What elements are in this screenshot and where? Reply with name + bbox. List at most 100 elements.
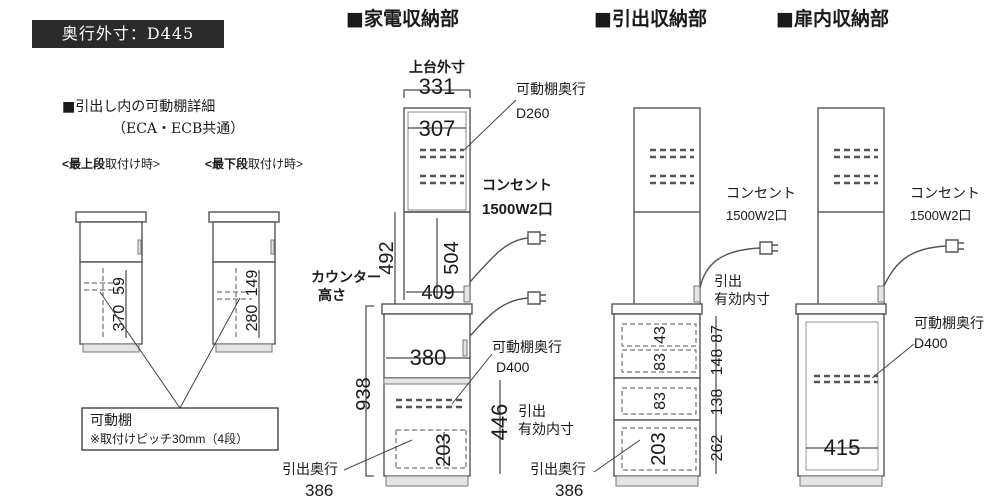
drawer-outer-dim-4: 262 [709,435,726,462]
door-outlet-label: コンセント [910,185,980,201]
drawer-outlet-label: コンセント [726,185,796,201]
drawer-cabinet [611,107,703,487]
drawer-inner-4 [621,427,697,471]
drawer-inner-1 [621,323,697,347]
door-upper-unit [817,107,885,213]
upper-shelf-value: D260 [516,105,550,121]
appliance-plinth [385,475,469,487]
appliance-lower-door [383,313,471,379]
appliance-cord-upper [469,237,529,283]
appliance-cabinet [381,107,473,487]
drawer-pull-value: 386 [555,481,583,500]
bottom-install-caption-bold: <最下段 [205,157,249,171]
drawer-outer-dim-1: 87 [709,325,726,343]
drawer-inner-2 [621,349,697,373]
mini-bottom-dim-b: 280 [244,305,261,332]
drawer-cord [699,247,761,289]
appliance-eff-label-2: 有効内寸 [518,421,574,437]
mini-bottom-plinth [215,343,273,353]
upper-shelf-label: 可動棚奥行 [516,81,586,97]
door-lower-inner [805,321,879,471]
appliance-counter [381,303,473,315]
shelf-note-title: 可動棚 [90,412,132,428]
plug-icon [527,231,546,245]
bottom-install-caption-rest: 取付け時> [248,157,304,171]
drawer-inner-dim-1: 43 [652,326,669,344]
dim-203-appliance: 203 [433,433,455,466]
mini-top-upper-box [79,221,143,263]
dim-331: 331 [419,74,456,99]
drawer-outer-dim-3: 138 [709,389,726,416]
upper-shelf-pointer [463,99,517,151]
mini-top-plinth [82,343,140,353]
mini-bottom-handle [270,239,275,255]
appliance-pull-label: 引出奥行 [282,461,338,477]
appliance-cord-lower [469,297,529,337]
plug-icon [527,291,546,305]
dim-331-bracket [403,89,471,98]
top-install-caption-rest: 取付け時> [105,157,161,171]
lower-shelf-pointer [451,353,493,405]
counter-height-label-1: カウンター [311,269,381,285]
plug-icon [945,239,964,253]
mini-top-plate [75,211,147,223]
dim-307: 307 [419,116,456,141]
door-plinth [799,475,883,487]
mini-top-drawer [79,261,143,345]
drawer-outlet-value: 1500W2口 [726,208,787,223]
appliance-outlet [463,285,471,303]
appliance-outlet-label: コンセント [482,177,552,193]
lower-shelf-value: D400 [496,359,530,375]
appliance-upper-inner [407,111,467,211]
drawer-eff-label-1: 引出 [714,273,742,289]
door-outlet-value: 1500W2口 [910,208,971,223]
door-outlet [877,285,885,303]
door-shelf-label: 可動棚奥行 [914,315,984,331]
drawer-counter [611,303,703,315]
drawer-inner-dim-4: 203 [648,432,670,465]
appliance-pull-pointer [343,439,413,471]
dim-380: 380 [410,345,447,370]
top-install-caption: <最上段取付け時> [62,155,160,172]
door-shelf-pointer [871,343,915,379]
mini-top-handle [137,239,142,255]
door-lower-panel [797,313,885,477]
appliance-drawer [383,377,471,477]
dim-492: 492 [376,241,398,274]
dim-938-bracket [365,305,374,477]
mini-top-dim-b: 370 [111,305,128,332]
appliance-eff-label-1: 引出 [518,403,546,419]
section-title-door: ■扉内収納部 [776,8,889,30]
drawer-inner-dim-2: 83 [652,353,669,371]
top-install-caption-bold: <最上段 [62,157,106,171]
drawer-plinth [615,475,699,487]
appliance-drawer-top [383,377,471,385]
mini-bottom-upper-box [212,221,276,263]
appliance-outlet-value: 1500W2口 [482,201,553,218]
drawer-outlet [693,285,701,303]
door-cord [883,245,947,287]
counter-height-label-2: 高さ [318,287,346,303]
drawer-upper-unit [633,107,701,213]
depth-badge: 奥行外寸：D445 [32,20,224,48]
mini-bottom-dim-a: 149 [244,270,261,297]
mini-bottom-plate [208,211,280,223]
drawer-outer-dim-2: 148 [709,349,726,376]
dim-504: 504 [441,241,463,274]
mini-bottom-drawer [212,261,276,345]
door-shelf-value: D400 [914,335,948,351]
drawer-pull-label: 引出奥行 [530,461,586,477]
mini-cabinet-bottom: 149 280 [208,211,280,353]
drawer-pull-pointer [593,439,641,473]
mini-top-dim-a: 59 [111,277,128,295]
bottom-install-caption: <最下段取付け時> [205,155,303,172]
dim-409: 409 [421,282,454,304]
upper-outer-label: 上台外寸 [409,59,465,75]
lower-shelf-label: 可動棚奥行 [492,339,562,355]
section-title-appliance: ■家電収納部 [346,8,459,30]
drawer-inner-dim-3: 83 [652,392,669,410]
left-panel-title: ■引出し内の可動棚詳細 [62,99,216,115]
plug-icon [759,241,778,255]
drawer-box-2 [613,377,701,421]
